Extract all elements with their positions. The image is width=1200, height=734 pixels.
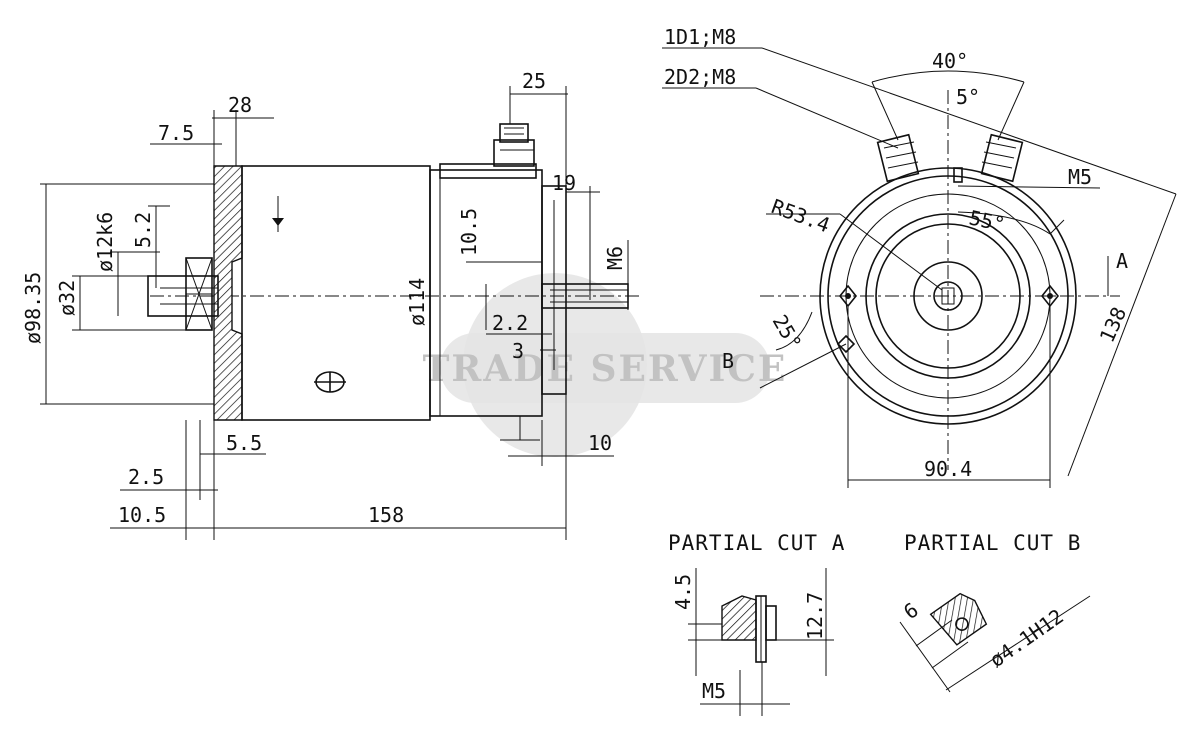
dim-158: 158 (368, 503, 404, 527)
dim-diameter-12k6: ø12k6 (93, 212, 117, 272)
terminal-2D2 (980, 133, 1024, 183)
dim-10-bottom: 10 (588, 431, 612, 455)
mounting-bolt-lower-left (836, 334, 856, 354)
cut-a-section (721, 595, 757, 641)
side-dim-lines (40, 86, 629, 540)
dim-2-2: 2.2 (492, 311, 528, 335)
dim-m6: M6 (603, 246, 627, 270)
dim-25-top: 25 (522, 69, 546, 93)
cut-a-dim-lines (688, 568, 834, 716)
partial-cut-a-title: PARTIAL CUT A (668, 531, 845, 555)
dim-3: 3 (512, 339, 524, 363)
hub-circle (913, 261, 983, 331)
watermark-text: TRADE SERVICE (423, 348, 788, 390)
label-1D1-M8: 1D1;M8 (664, 25, 736, 49)
section-marker-a: A (1116, 249, 1128, 273)
shaft-circle (933, 281, 963, 311)
cut-b-section (929, 592, 988, 646)
dim-19: 19 (552, 171, 576, 195)
dim-28: 28 (228, 93, 252, 117)
dim-40-degrees: 40° (932, 49, 968, 73)
cut-b-dim-lines (899, 595, 1091, 693)
dim-12-7: 12.7 (803, 592, 827, 640)
front-dim-lines (662, 47, 1177, 488)
dim-10-5-vertical: 10.5 (457, 208, 481, 256)
dim-10-5-bottom: 10.5 (118, 503, 166, 527)
dim-90-4: 90.4 (924, 457, 972, 481)
terminal-1D1 (876, 133, 920, 183)
dim-5-5: 5.5 (226, 431, 262, 455)
dim-m5-cut-a: M5 (702, 679, 726, 703)
dim-5-degrees: 5° (956, 85, 980, 109)
partial-cut-a: PARTIAL CUT A 4.5 12.7 M5 (668, 531, 845, 716)
dim-r53-4: R53.4 (768, 194, 833, 237)
label-2D2-M8: 2D2;M8 (664, 65, 736, 89)
partial-cut-b: PARTIAL CUT B 6 ø4.1H12 (899, 531, 1091, 693)
dim-diameter-4-1h12: ø4.1H12 (985, 604, 1068, 672)
watermark: TRADE SERVICE (423, 273, 788, 457)
dim-diameter-98-35: ø98.35 (21, 272, 45, 344)
front-view: 1D1;M8 2D2;M8 40° 5° M5 R53.4 55° A 138 … (662, 25, 1177, 488)
terminal-stud (439, 123, 537, 179)
dim-138: 138 (1095, 303, 1132, 346)
dim-5-2: 5.2 (131, 212, 155, 248)
dim-6: 6 (899, 598, 923, 625)
partial-cut-b-title: PARTIAL CUT B (904, 531, 1081, 555)
dim-m5-front: M5 (1068, 165, 1092, 189)
shaft (147, 275, 219, 317)
outer-housing-circle (819, 167, 1077, 425)
rotation-symbol (314, 371, 346, 393)
ground-symbol (272, 196, 284, 232)
dim-diameter-32: ø32 (55, 280, 79, 316)
dim-4-5: 4.5 (671, 574, 695, 610)
dim-55-degrees: 55° (967, 205, 1007, 236)
section-marker-b: B (722, 349, 734, 373)
dim-diameter-114: ø114 (405, 278, 429, 326)
dim-7-5: 7.5 (158, 121, 194, 145)
bearing (185, 257, 213, 331)
dim-2-5: 2.5 (128, 465, 164, 489)
side-view: 7.5 28 25 19 ø98.35 ø32 ø12k6 5.2 10.5 ø… (21, 69, 640, 540)
